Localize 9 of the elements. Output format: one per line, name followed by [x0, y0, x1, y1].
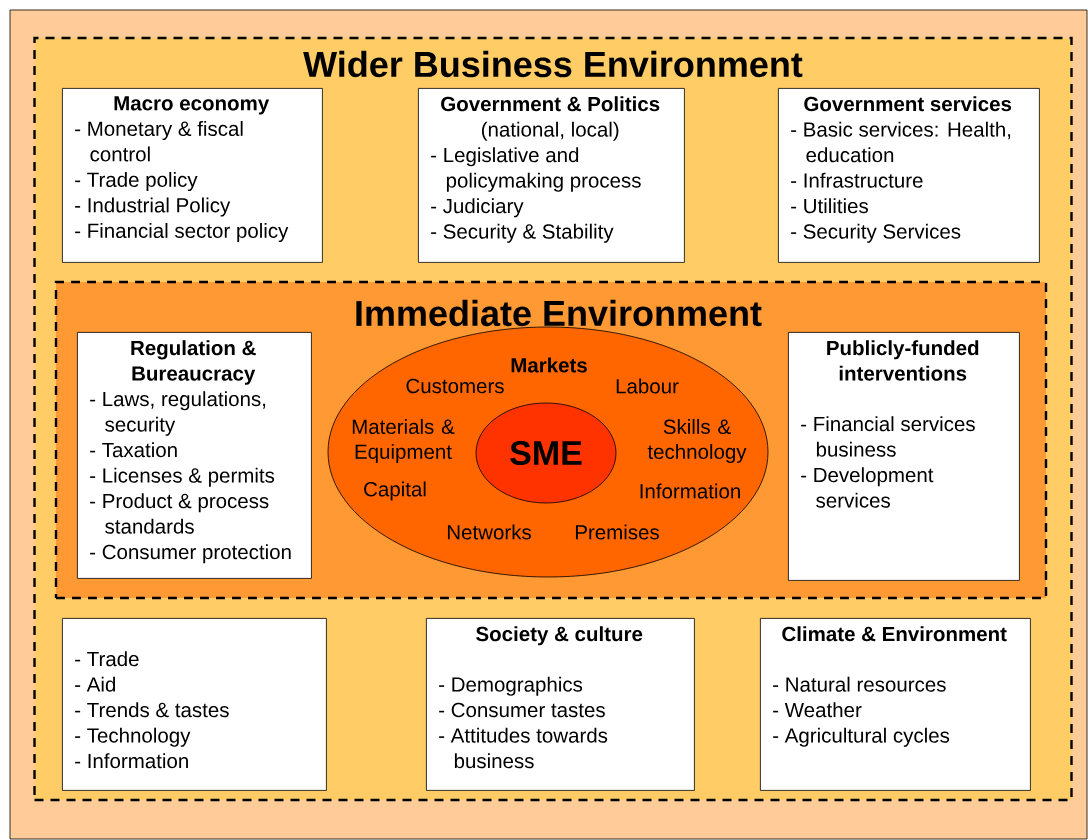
- text-box: Climate & Environment - Natural resources - Weather - Agricultural cycles: [760, 618, 1031, 791]
- text-box: Government services - Basic services: Health, education - Infrastructure - Utilities - Security Services: [778, 88, 1040, 263]
- diagram-title: Wider Business Environment: [303, 50, 803, 78]
- text-box: Macro economy - Monetary & fiscal control - Trade policy - Industrial Policy - Financial sector policy: [62, 88, 323, 263]
- text-box: Society & culture - Demographics - Consumer tastes - Attitudes towards business: [426, 618, 695, 791]
- text-box: Government & Politics (national, local) - Legislative and policymaking process - Judiciary - Security & Stability: [418, 88, 685, 263]
- text-box: Regulation & Bureaucracy - Laws, regulations, security - Taxation - Licenses & permits - Product & process standards - Consumer protection: [77, 332, 312, 579]
- text-box: - Trade - Aid - Trends & tastes - Technology - Information: [62, 618, 327, 791]
- text-box: Publicly-funded interventions - Financial services business - Development services: [788, 332, 1020, 581]
